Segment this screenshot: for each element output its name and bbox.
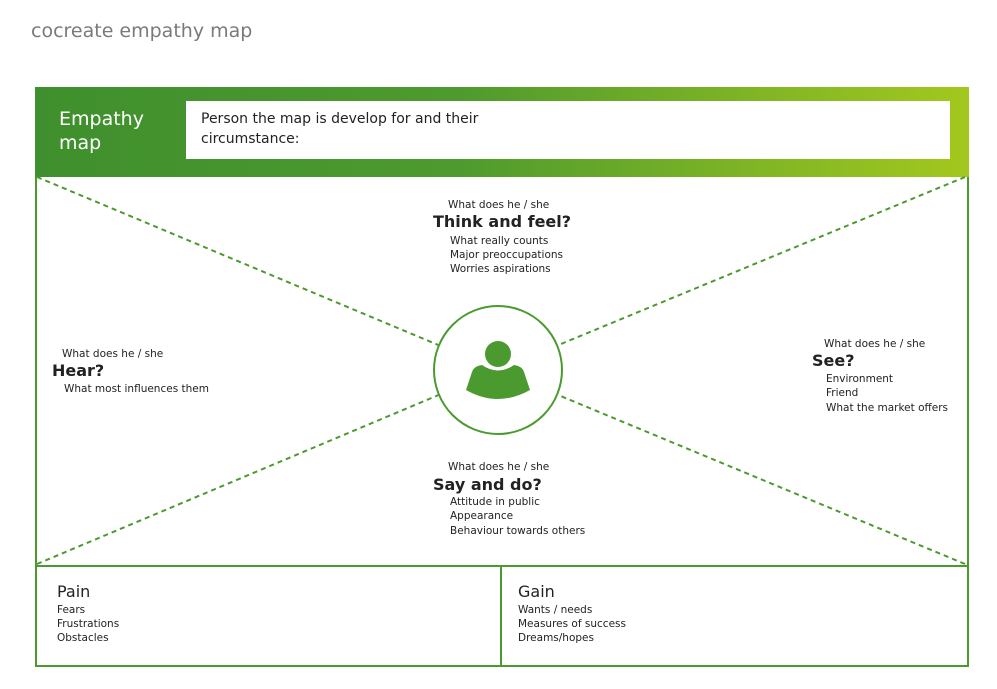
pain-item: Obstacles [57, 632, 109, 644]
pain-item: Fears [57, 604, 86, 616]
say-item: Behaviour towards others [450, 525, 586, 537]
hear-title: Hear? [52, 361, 105, 380]
center-circle [433, 305, 563, 435]
pain-item: Frustrations [57, 618, 120, 630]
see-item: What the market offers [826, 402, 949, 414]
diagonal-tl [36, 176, 499, 371]
persona-prompt: Person the map is develop for and their … [201, 111, 479, 147]
diagonal-bl [36, 369, 499, 565]
say-label: What does he / she [448, 461, 550, 473]
gain-item: Measures of success [518, 618, 626, 630]
hear-item: What most influences them [64, 383, 209, 395]
gain-item: Dreams/hopes [518, 632, 594, 644]
see-label: What does he / she [824, 338, 926, 350]
page-title: cocreate empathy map [31, 20, 253, 42]
think-item: Worries aspirations [450, 263, 551, 275]
say-item: Attitude in public [450, 496, 540, 508]
gain-title: Gain [518, 582, 555, 601]
think-label: What does he / she [448, 199, 550, 211]
think-item: Major preoccupations [450, 249, 564, 261]
say-title: Say and do? [433, 475, 542, 494]
think-item: What really counts [450, 235, 549, 247]
see-title: See? [812, 351, 855, 370]
say-item: Appearance [450, 510, 514, 522]
gain-item: Wants / needs [518, 604, 593, 616]
diagonal-br [497, 369, 966, 565]
hear-label: What does he / she [62, 348, 164, 360]
persona-field[interactable] [186, 101, 950, 159]
pain-title: Pain [57, 582, 91, 601]
see-item: Environment [826, 373, 894, 385]
diagonal-tr [497, 176, 966, 371]
person-icon [466, 341, 530, 399]
see-item: Friend [826, 387, 859, 399]
header-title: Empathy map [59, 108, 144, 154]
think-title: Think and feel? [433, 212, 572, 231]
